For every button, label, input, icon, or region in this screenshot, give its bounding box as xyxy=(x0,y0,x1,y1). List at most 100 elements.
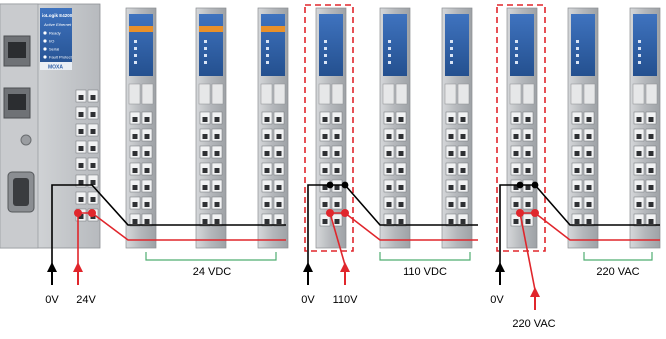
highlight-power-module-220vac xyxy=(496,4,546,252)
io-module-led xyxy=(515,47,518,50)
io-module-led xyxy=(450,40,453,43)
terminal-hole xyxy=(276,117,282,122)
terminal-hole xyxy=(460,117,466,122)
terminal-hole xyxy=(448,168,454,173)
io-module-label xyxy=(571,14,595,76)
io-module-tab xyxy=(318,83,331,105)
terminal-hole xyxy=(574,168,580,173)
terminal-hole xyxy=(398,202,404,207)
terminal-hole xyxy=(460,151,466,156)
head-terminal-block xyxy=(75,89,99,222)
terminal-hole xyxy=(386,117,392,122)
terminal-hole xyxy=(132,134,138,139)
terminal-hole xyxy=(586,134,592,139)
io-module-led xyxy=(134,61,137,64)
io-module-led xyxy=(450,47,453,50)
terminal-hole xyxy=(90,197,96,202)
terminal-hole xyxy=(648,134,654,139)
terminal-hole xyxy=(214,151,220,156)
terminal-hole xyxy=(334,219,340,224)
terminal-hole xyxy=(132,117,138,122)
terminal-hole xyxy=(386,185,392,190)
supply-label-0v-2: 0V xyxy=(301,294,315,306)
terminal-hole xyxy=(586,168,592,173)
terminal-hole xyxy=(574,219,580,224)
terminal-hole xyxy=(90,95,96,100)
io-module-tab xyxy=(570,83,583,105)
terminal-hole xyxy=(448,117,454,122)
terminal-hole xyxy=(648,185,654,190)
io-module-tab xyxy=(198,83,211,105)
group-label-24vdc: 24 VDC xyxy=(193,266,232,278)
io-module-led xyxy=(388,40,391,43)
wire-0v-24vdc xyxy=(51,184,286,265)
arrow-shaft-0v-24vdc xyxy=(51,271,53,285)
terminal-hole xyxy=(132,202,138,207)
terminal-hole xyxy=(525,185,531,190)
terminal-hole xyxy=(144,185,150,190)
terminal-hole xyxy=(334,151,340,156)
io-module xyxy=(195,7,227,249)
led-ready-icon xyxy=(43,31,47,35)
io-module-led xyxy=(324,47,327,50)
io-module xyxy=(379,7,411,249)
wire-24v xyxy=(77,212,286,265)
terminal-hole xyxy=(525,151,531,156)
arrow-shaft-110v xyxy=(344,271,346,285)
head-unit: ioLogik E4200 Active Ethernet Ready I/O … xyxy=(0,3,101,249)
io-module-led xyxy=(204,47,207,50)
terminal-hole xyxy=(648,219,654,224)
io-module-tab xyxy=(273,83,286,105)
wire-220vac-feed xyxy=(519,212,536,291)
terminal-hole xyxy=(636,151,642,156)
terminal-hole xyxy=(264,202,270,207)
supply-label-220vac: 220 VAC xyxy=(512,318,555,330)
io-module-led xyxy=(204,61,207,64)
terminal-hole xyxy=(264,168,270,173)
terminal-hole xyxy=(264,151,270,156)
terminal-hole xyxy=(586,117,592,122)
terminal-hole xyxy=(586,151,592,156)
terminal-hole xyxy=(398,134,404,139)
terminal-hole xyxy=(322,134,328,139)
io-module-led xyxy=(324,61,327,64)
io-module-led xyxy=(576,54,579,57)
io-module-label xyxy=(129,14,153,76)
io-module-tab xyxy=(632,83,645,105)
terminal-hole xyxy=(78,95,84,100)
terminal-hole xyxy=(648,151,654,156)
io-module xyxy=(441,7,473,249)
terminal-hole xyxy=(448,134,454,139)
terminal-hole xyxy=(648,117,654,122)
terminal-hole xyxy=(214,168,220,173)
terminal-hole xyxy=(386,168,392,173)
arrow-shaft-0v-110vdc xyxy=(307,271,309,285)
io-module-stripe xyxy=(261,26,285,32)
terminal-hole xyxy=(276,219,282,224)
terminal-hole xyxy=(132,219,138,224)
head-unit-subtitle: Active Ethernet xyxy=(43,22,72,27)
io-module-label xyxy=(510,14,534,76)
terminal-hole xyxy=(636,168,642,173)
terminal-hole xyxy=(202,168,208,173)
terminal-hole xyxy=(525,168,531,173)
terminal-dot-0v-220-2 xyxy=(531,181,539,189)
io-module-tab xyxy=(141,83,154,105)
terminal-hole xyxy=(264,134,270,139)
terminal-hole xyxy=(202,185,208,190)
terminal-hole xyxy=(448,219,454,224)
terminal-hole xyxy=(322,185,328,190)
terminal-hole xyxy=(90,146,96,151)
terminal-dot-24v xyxy=(74,209,82,217)
supply-label-0v-1: 0V xyxy=(45,294,59,306)
terminal-hole xyxy=(144,117,150,122)
io-module-led xyxy=(266,61,269,64)
bracket-220vac xyxy=(583,252,653,261)
io-module xyxy=(315,7,347,249)
led-io-label: I/O xyxy=(49,39,54,44)
terminal-hole xyxy=(448,202,454,207)
terminal-hole xyxy=(214,219,220,224)
wire-110v xyxy=(330,212,478,241)
terminal-hole xyxy=(636,185,642,190)
io-module-tab xyxy=(457,83,470,105)
